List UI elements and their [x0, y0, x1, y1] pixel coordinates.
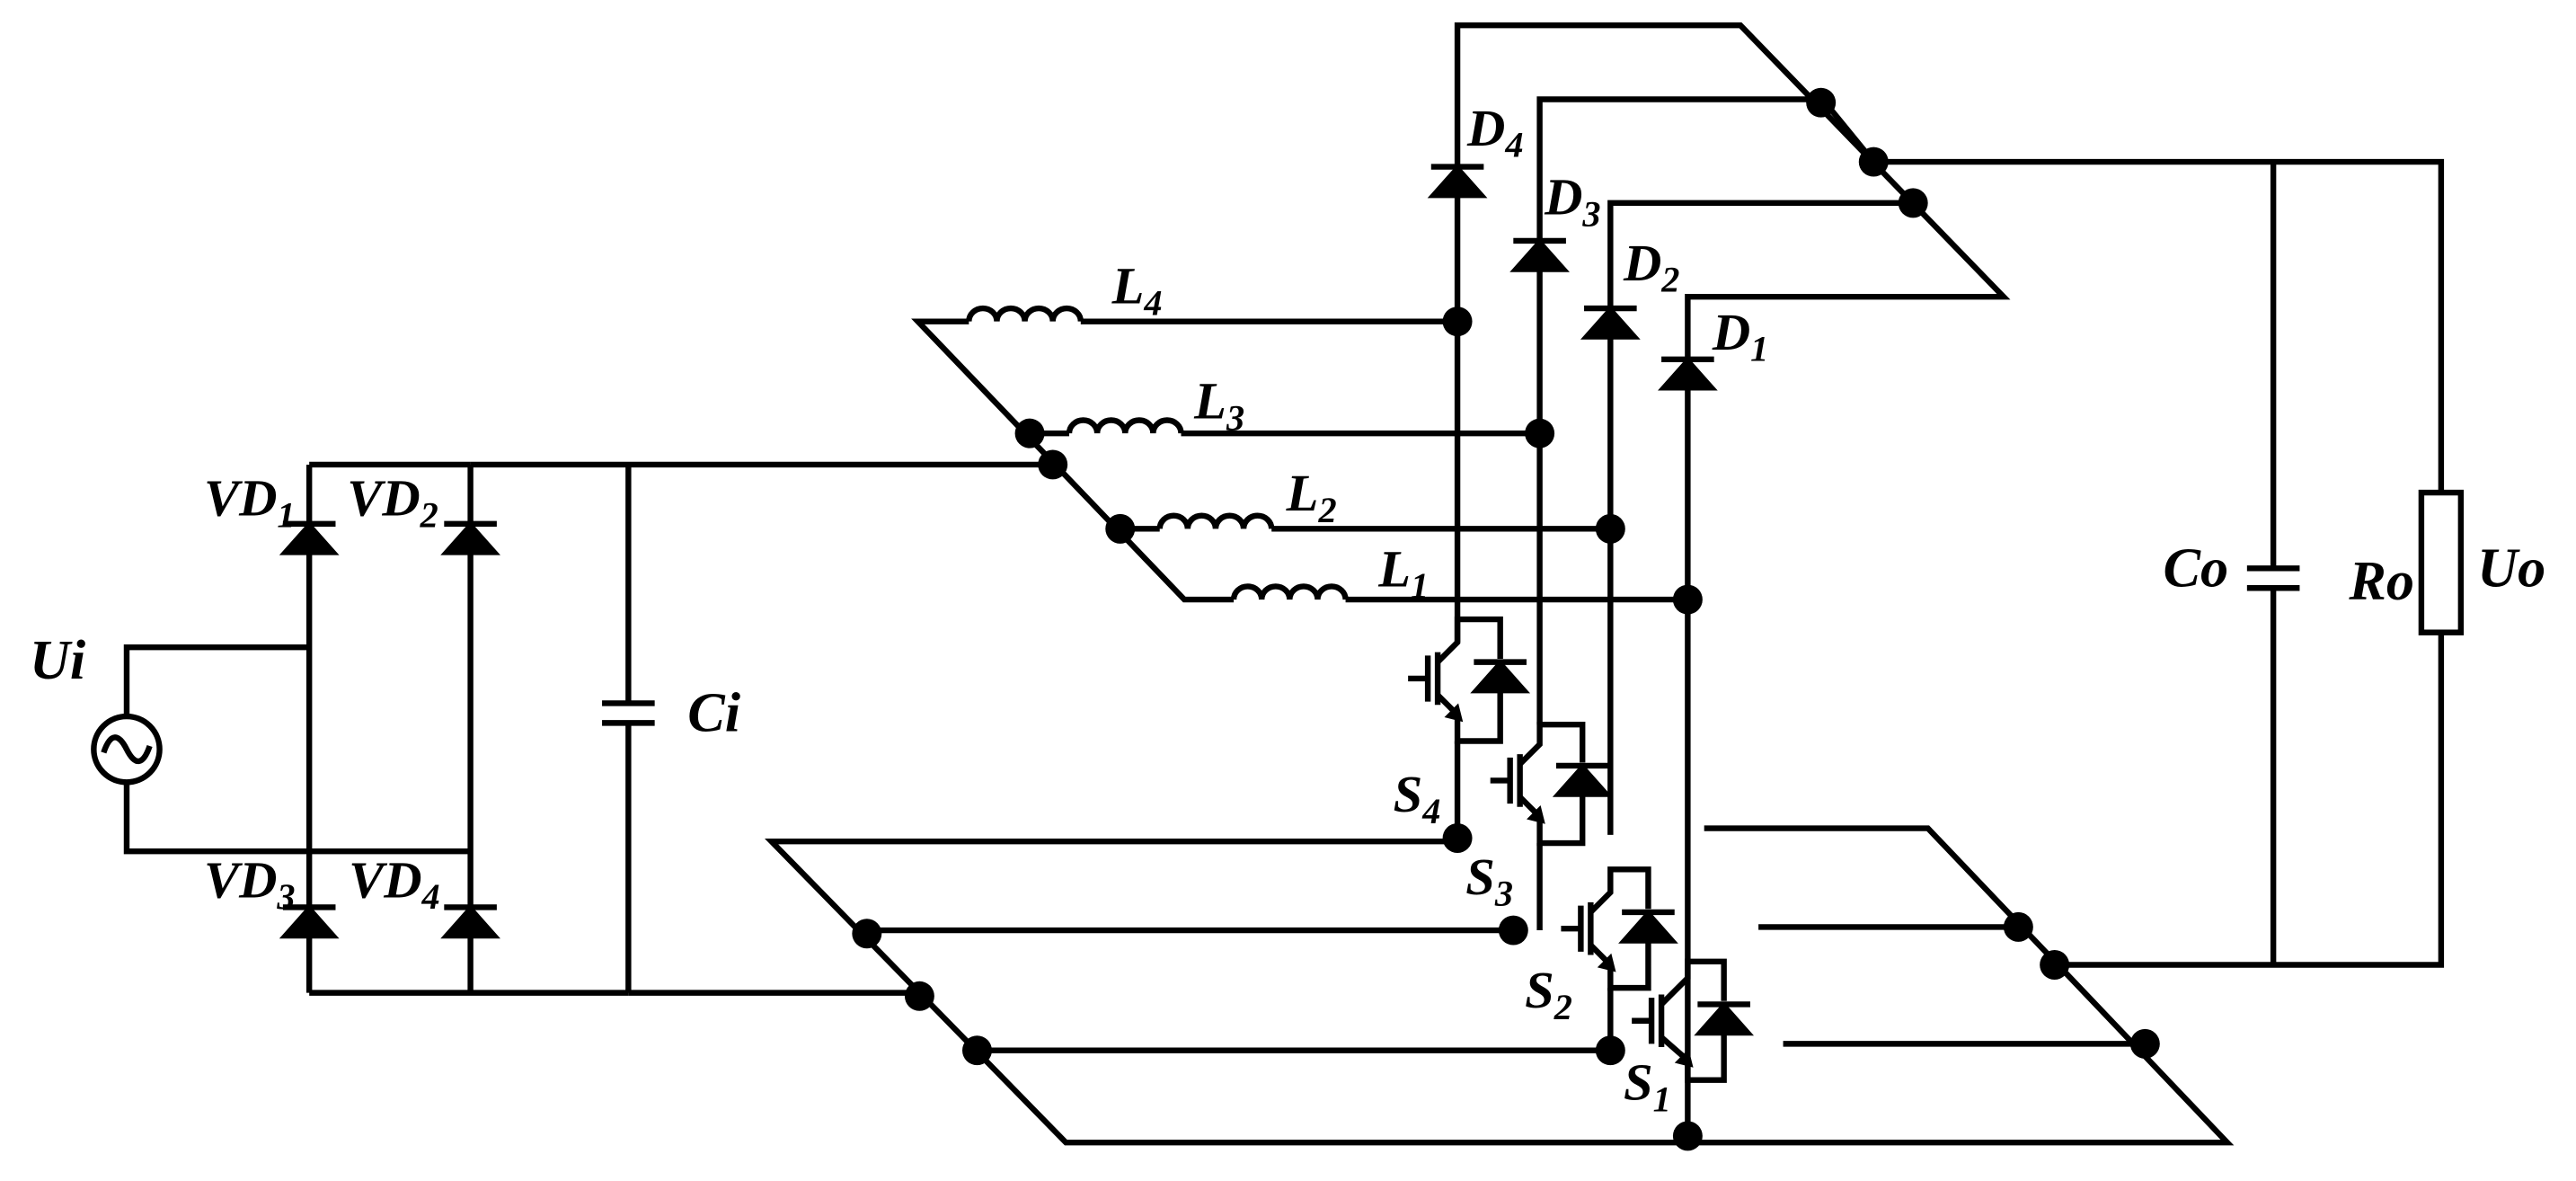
bridge-diode-vd1: [279, 520, 340, 555]
bridge-wires: [123, 461, 1053, 996]
inductor-l3: [1066, 417, 1184, 434]
boost-diode-d2: [1580, 305, 1641, 340]
switch-s4: [1408, 616, 1531, 835]
d1-label: D1: [1712, 303, 1768, 369]
source-label: Ui: [30, 630, 86, 691]
resistor-ro: [2418, 489, 2465, 635]
switch-s3: [1490, 722, 1613, 931]
inductor-l1: [1230, 583, 1349, 600]
ground-network: [628, 825, 2235, 1146]
vd1-label: VD1: [204, 469, 296, 536]
bridge-diode-vd4: [440, 904, 500, 939]
l1-label: L1: [1377, 539, 1429, 606]
l4-label: L4: [1111, 257, 1163, 324]
vd3-label: VD3: [204, 850, 296, 917]
uo-label: Uo: [2477, 537, 2545, 599]
ac-source: [91, 713, 163, 786]
d3-label: D3: [1544, 168, 1600, 235]
inductor-l2: [1156, 512, 1275, 529]
s2-label: S2: [1525, 961, 1572, 1027]
s1-label: S1: [1624, 1053, 1671, 1120]
s4-label: S4: [1394, 765, 1441, 831]
switch-s1: [1632, 958, 1755, 1083]
capacitor-ci: [602, 464, 655, 993]
d4-label: D4: [1466, 99, 1523, 165]
vd4-label: VD4: [349, 850, 440, 917]
s3-label: S3: [1465, 848, 1513, 914]
l2-label: L2: [1286, 464, 1337, 530]
vd2-label: VD2: [347, 469, 438, 536]
inductor-network: [911, 318, 1688, 603]
inductor-l4: [966, 305, 1084, 322]
output-wires: [1873, 158, 2445, 968]
d2-label: D2: [1623, 234, 1679, 300]
junction-dots: [852, 87, 2160, 1151]
capacitor-co: [2246, 565, 2300, 591]
bridge-diode-vd3: [279, 904, 340, 939]
l3-label: L3: [1193, 372, 1244, 439]
ci-label: Ci: [687, 683, 741, 744]
boost-diode-d4: [1427, 164, 1488, 199]
boost-diode-d1: [1658, 356, 1718, 391]
boost-diode-d3: [1509, 237, 1570, 272]
switch-s2: [1561, 866, 1678, 1048]
ro-label: Ro: [2348, 551, 2414, 612]
co-label: Co: [2163, 537, 2228, 599]
bridge-diode-vd2: [440, 520, 500, 555]
